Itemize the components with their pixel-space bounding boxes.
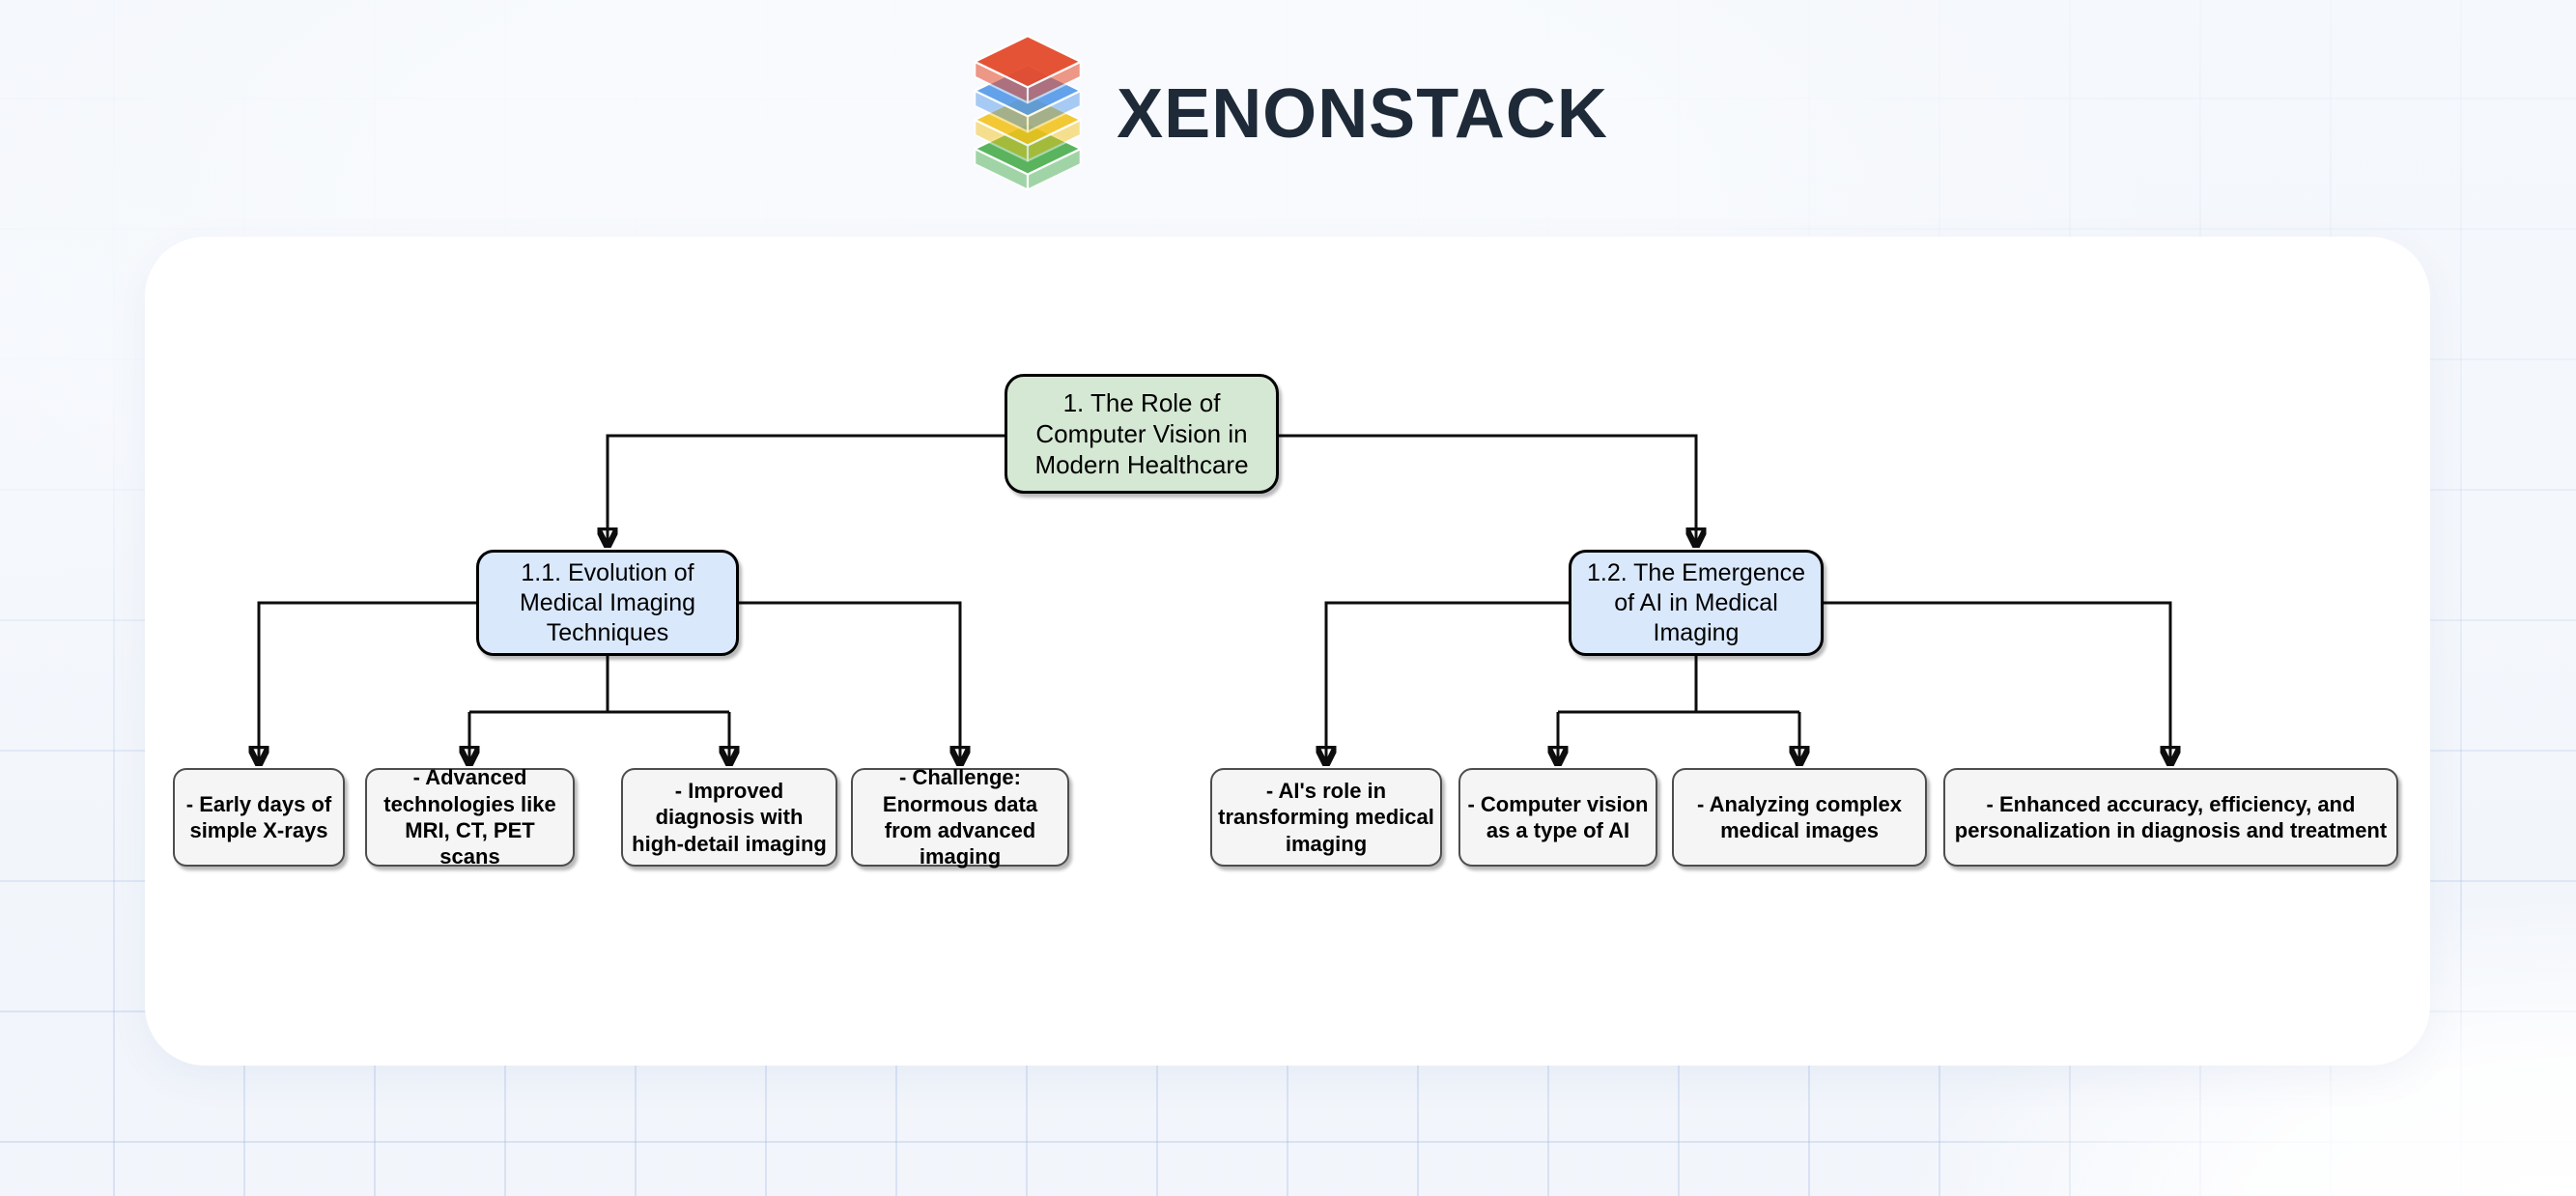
branch-node-1-2: 1.2. The Emergence of AI in Medical Imag… (1569, 550, 1824, 656)
xenonstack-logo: XENONSTACK (0, 34, 2576, 191)
root-node: 1. The Role of Computer Vision in Modern… (1005, 374, 1279, 494)
leaf-node: - Advanced technologies like MRI, CT, PE… (365, 765, 575, 869)
leaf-node: - AI's role in transforming medical imag… (1210, 768, 1442, 867)
diagram-card: 1. The Role of Computer Vision in Modern… (145, 237, 2430, 1066)
leaf-node: - Computer vision as a type of AI (1458, 768, 1657, 867)
layer-stack-logo-icon (968, 31, 1088, 198)
brand-wordmark: XENONSTACK (1117, 75, 1608, 153)
connector-lines (145, 434, 2430, 1066)
leaf-node: - Analyzing complex medical images (1672, 768, 1927, 867)
leaf-node: - Enhanced accuracy, efficiency, and per… (1943, 768, 2398, 867)
leaf-node: - Early days of simple X-rays (173, 768, 345, 867)
leaf-node: - Improved diagnosis with high-detail im… (621, 768, 837, 867)
branch-node-1-1: 1.1. Evolution of Medical Imaging Techni… (476, 550, 739, 656)
leaf-node: - Challenge: Enormous data from advanced… (851, 765, 1069, 869)
